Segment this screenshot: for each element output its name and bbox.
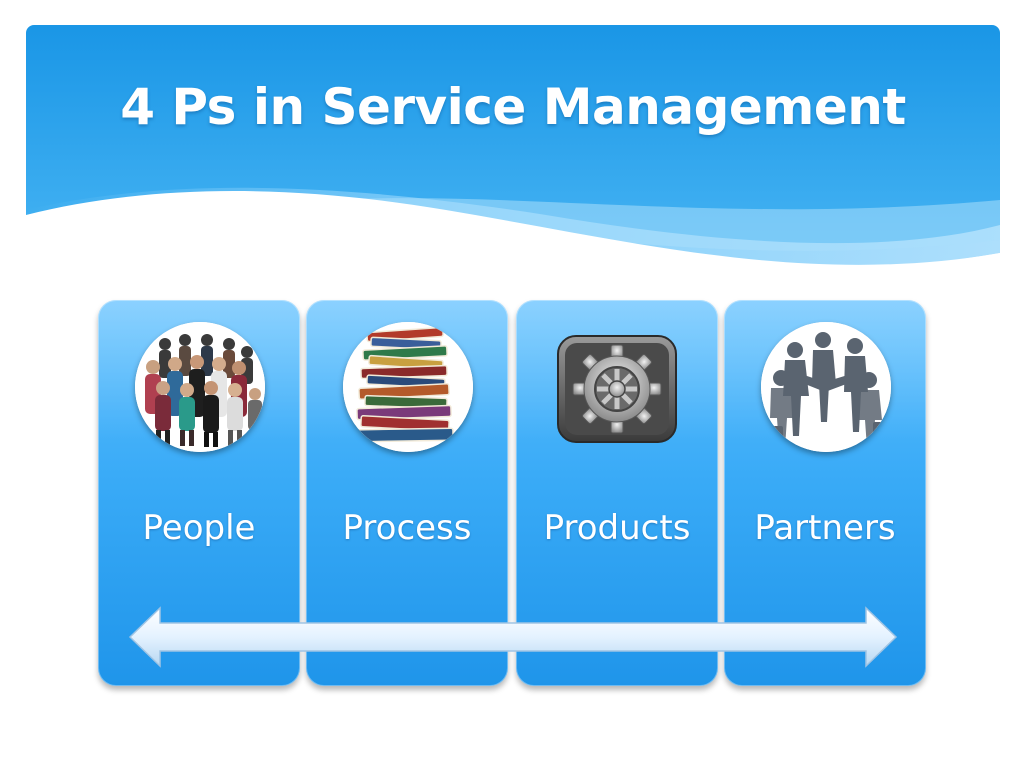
partners-hands-icon (761, 322, 891, 452)
banner-wave-background (26, 25, 1000, 290)
gear-icon (556, 334, 678, 444)
card-label: People (142, 508, 256, 548)
card-people: People (98, 300, 300, 686)
double-arrow-icon (128, 606, 898, 668)
card-partners: Partners (724, 300, 926, 686)
card-label: Products (543, 508, 691, 548)
people-group-icon (135, 322, 265, 452)
header-banner (26, 25, 1000, 290)
card-label: Process (342, 508, 472, 548)
slide-title: 4 Ps in Service Management (120, 78, 906, 136)
card-label: Partners (754, 508, 896, 548)
card-products: Products (516, 300, 718, 686)
card-process: Process (306, 300, 508, 686)
book-stack-icon (343, 322, 473, 452)
